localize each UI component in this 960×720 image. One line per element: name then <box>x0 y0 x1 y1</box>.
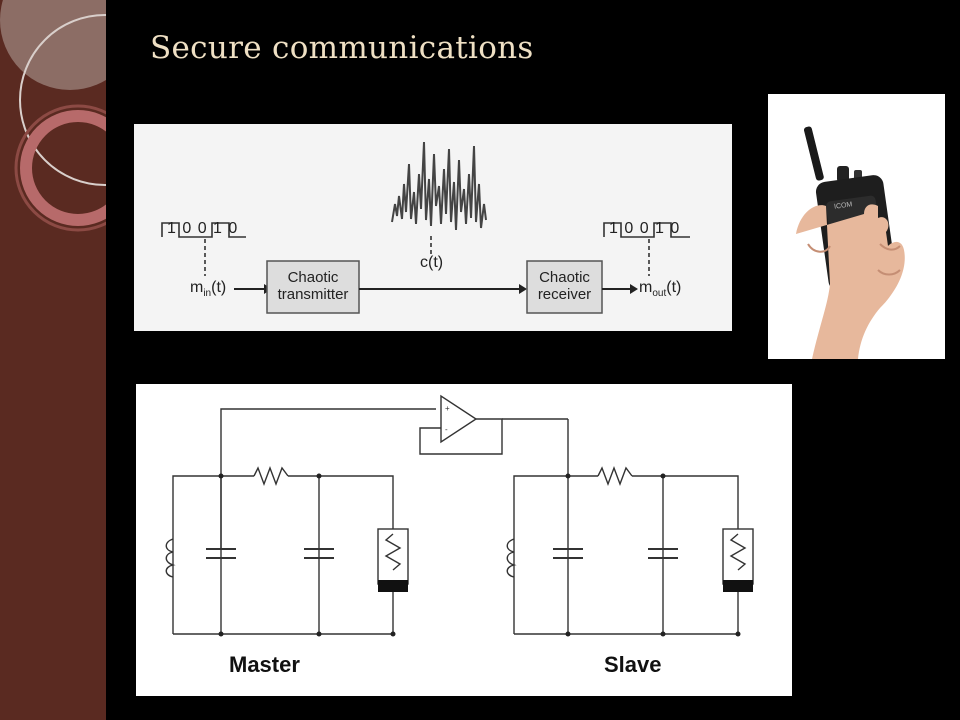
output-signal-label: mout(t) <box>639 279 681 299</box>
output-bit-frame <box>603 222 690 238</box>
output-signal-sub: out <box>652 288 667 300</box>
output-bits: 1 0 0 1 0 <box>609 220 681 237</box>
slide-title: Secure communications <box>150 30 534 66</box>
input-bit-frame <box>161 222 246 238</box>
output-signal-arg: (t) <box>666 279 682 296</box>
transmitter-line1: Chaotic <box>287 269 339 286</box>
receiver-line1: Chaotic <box>539 269 590 286</box>
svg-text:+: + <box>445 404 450 413</box>
chaos-communication-diagram: 1 0 0 1 0 1 0 0 1 0 min(t) c(t) mout(t) … <box>134 124 732 331</box>
input-signal-label: min(t) <box>190 279 226 299</box>
chaotic-receiver-box <box>526 260 603 314</box>
radio-brand: ICOM <box>834 201 853 210</box>
channel-signal-label: c(t) <box>420 254 444 271</box>
input-signal-arg: (t) <box>211 279 227 296</box>
input-signal-sub: in <box>203 288 212 300</box>
chaotic-transmitter-box <box>266 260 360 314</box>
chaotic-waveform <box>391 141 487 231</box>
sidebar-decoration <box>0 0 106 720</box>
transmitter-line2: transmitter <box>277 286 349 303</box>
transmitter-label: Chaotic transmitter <box>267 269 359 303</box>
output-signal-base: m <box>639 279 653 296</box>
slave-label: Slave <box>604 652 662 677</box>
chua-circuit-diagram: + - Master Slave <box>136 384 792 696</box>
input-bits: 1 0 0 1 0 <box>167 220 239 237</box>
receiver-line2: receiver <box>537 286 592 303</box>
input-signal-base: m <box>190 279 204 296</box>
svg-text:-: - <box>445 425 448 434</box>
receiver-label: Chaotic receiver <box>527 269 602 303</box>
walkie-talkie-photo: ICOM <box>768 94 945 359</box>
master-label: Master <box>229 652 300 677</box>
